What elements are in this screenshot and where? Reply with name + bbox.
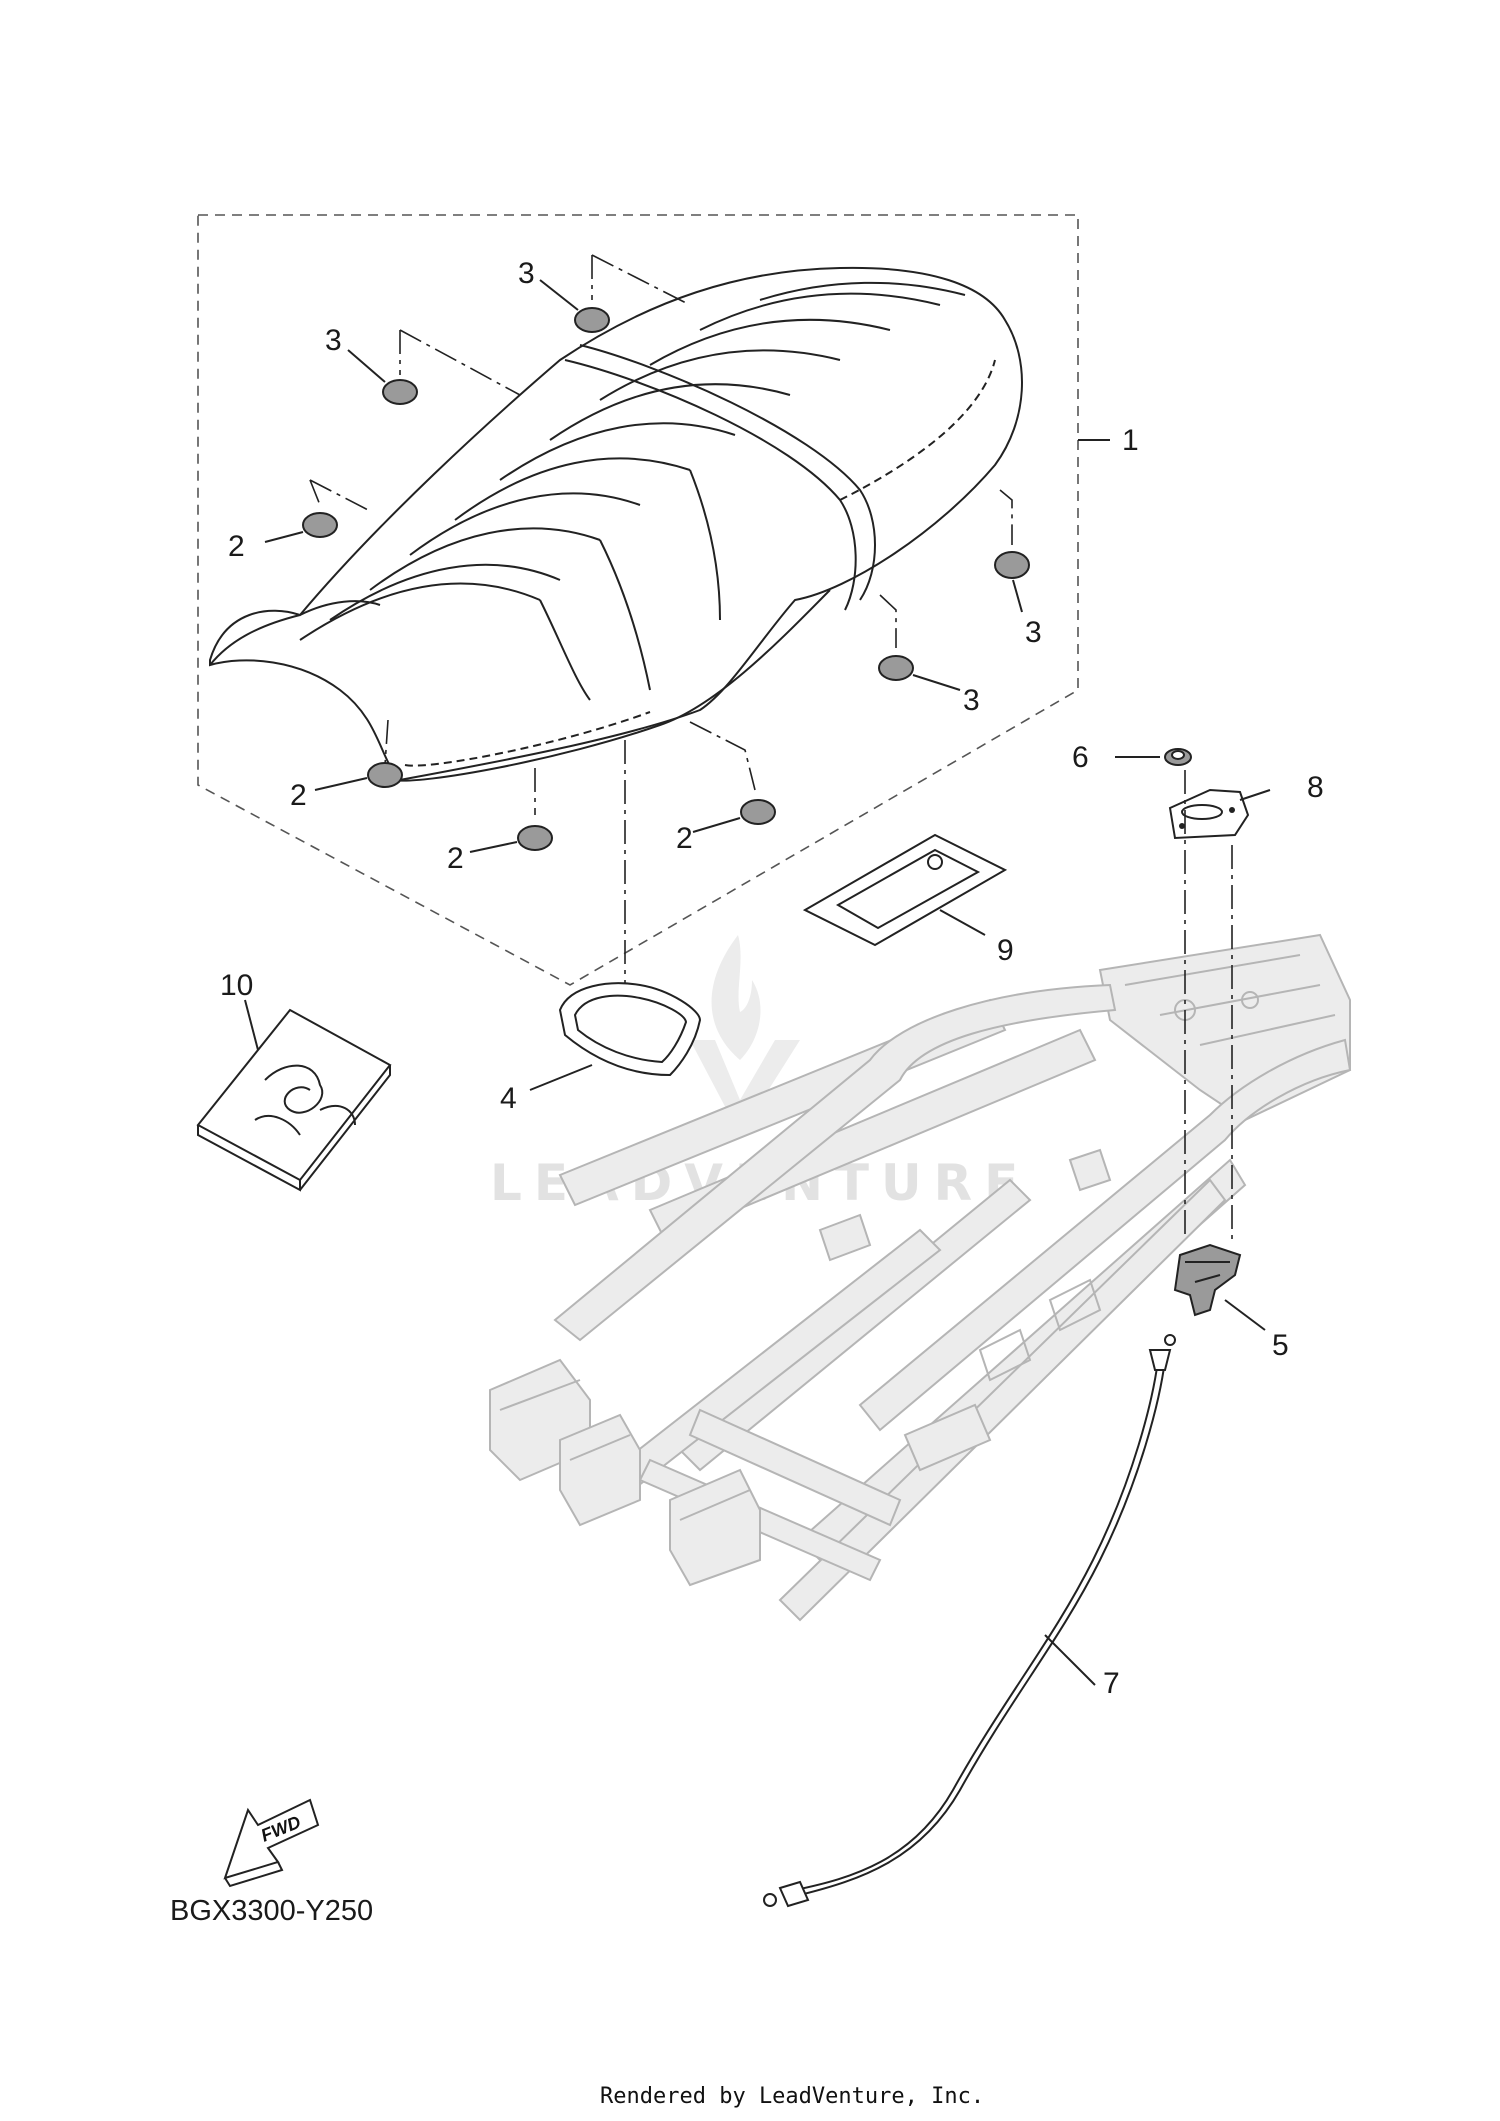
callout-3-a: 3 [325, 324, 342, 357]
kit-boundary [197, 214, 1079, 986]
callout-1: 1 [1122, 424, 1139, 457]
render-credit: Rendered by LeadVenture, Inc. [600, 2084, 984, 2109]
part-9-sheet [802, 833, 1008, 947]
callout-8: 8 [1307, 771, 1324, 804]
part-6-nut [1115, 748, 1192, 766]
diagram-code: BGX3300-Y250 [170, 1895, 373, 1927]
grommets [302, 254, 1030, 1000]
callout-2-c: 2 [447, 842, 464, 875]
fwd-arrow-icon: FWD [223, 1798, 320, 1888]
callout-5: 5 [1272, 1329, 1289, 1362]
part-8-plate [1168, 788, 1250, 840]
callout-leaders [244, 279, 1271, 1686]
callout-2-d: 2 [676, 822, 693, 855]
rear-frame [489, 933, 1352, 1622]
callout-9: 9 [997, 934, 1014, 967]
seat-assembly [209, 266, 1023, 782]
callout-6: 6 [1072, 741, 1089, 774]
callout-3-d: 3 [963, 684, 980, 717]
callout-7: 7 [1103, 1667, 1120, 1700]
callout-3-c: 3 [1025, 616, 1042, 649]
callout-2-a: 2 [228, 530, 245, 563]
callout-10: 10 [220, 969, 253, 1002]
part-10-manual [196, 1008, 392, 1192]
part-5-latch [1173, 1243, 1242, 1317]
callout-2-b: 2 [290, 779, 307, 812]
part-7-cable [763, 1334, 1176, 1908]
callout-3-b: 3 [518, 257, 535, 290]
callout-4: 4 [500, 1082, 517, 1115]
